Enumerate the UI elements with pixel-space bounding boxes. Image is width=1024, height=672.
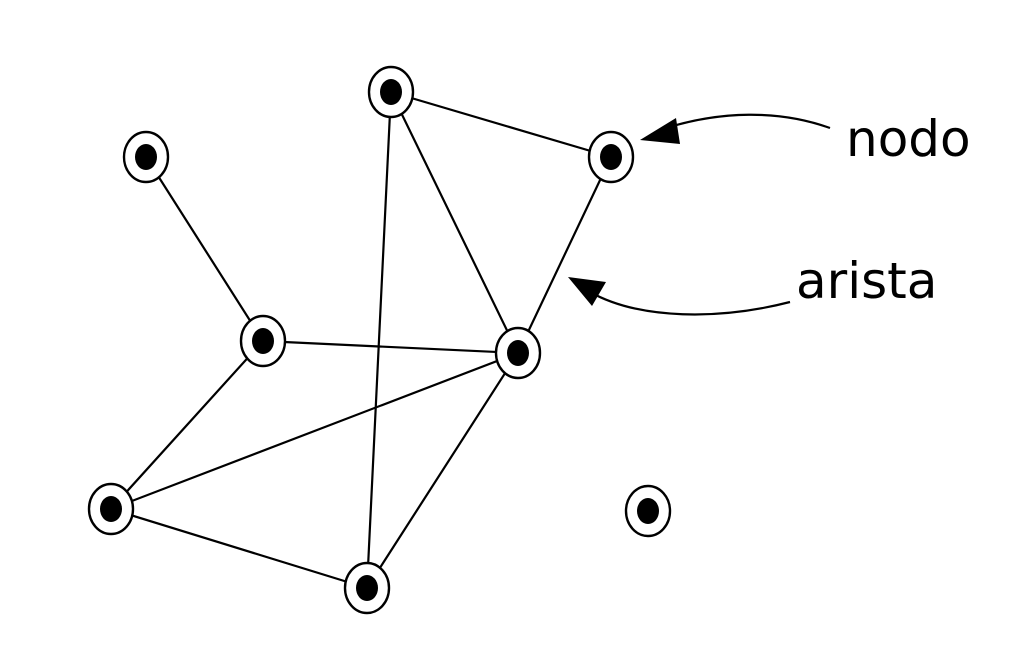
node-core bbox=[380, 79, 402, 105]
edge-n4-n5 bbox=[516, 155, 613, 355]
edge-n5-n7 bbox=[365, 351, 520, 590]
node-callout-arrowhead bbox=[640, 118, 680, 144]
node-n5 bbox=[494, 326, 542, 380]
node-core bbox=[507, 340, 529, 366]
node-n6 bbox=[87, 482, 135, 536]
node-core bbox=[356, 575, 378, 601]
edges-layer bbox=[109, 90, 613, 590]
edge-callout: arista bbox=[568, 252, 937, 316]
node-n8 bbox=[624, 484, 672, 538]
edge-n5-n6 bbox=[109, 351, 520, 511]
nodes-layer bbox=[87, 65, 672, 615]
edge-label: arista bbox=[796, 252, 937, 310]
node-n2 bbox=[367, 65, 415, 119]
node-core bbox=[100, 496, 122, 522]
node-n3 bbox=[239, 314, 287, 368]
node-core bbox=[135, 144, 157, 170]
node-n1 bbox=[122, 130, 170, 184]
node-core bbox=[600, 144, 622, 170]
node-n7 bbox=[343, 561, 391, 615]
node-callout: nodo bbox=[640, 110, 971, 168]
node-core bbox=[637, 498, 659, 524]
edge-callout-arrowhead bbox=[568, 277, 606, 306]
edge-n2-n7 bbox=[365, 90, 393, 590]
edge-n3-n6 bbox=[109, 339, 265, 511]
edge-n2-n4 bbox=[389, 90, 613, 159]
edge-n3-n5 bbox=[261, 339, 520, 355]
node-label: nodo bbox=[846, 110, 971, 168]
edge-n1-n3 bbox=[144, 155, 265, 343]
edge-n6-n7 bbox=[109, 507, 369, 590]
node-n4 bbox=[587, 130, 635, 184]
node-callout-arrow-line bbox=[659, 113, 831, 132]
node-core bbox=[252, 328, 274, 354]
edge-callout-arrow-line bbox=[589, 291, 791, 316]
edge-n2-n5 bbox=[389, 90, 520, 355]
